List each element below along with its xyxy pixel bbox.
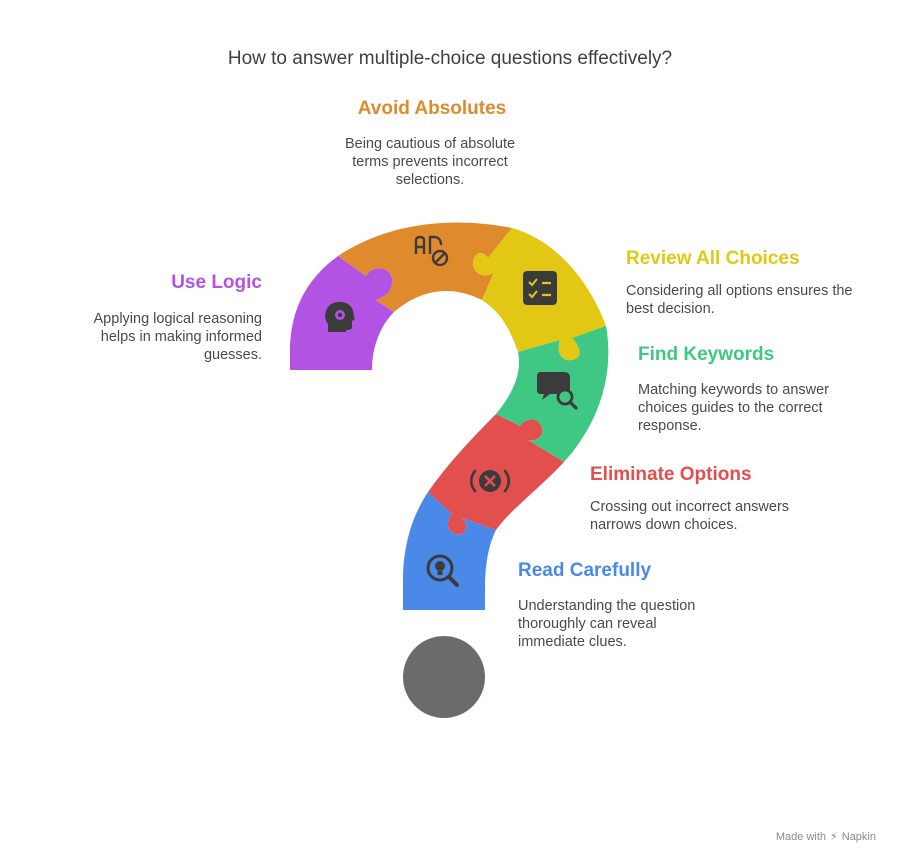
no-absolutes-icon xyxy=(414,235,449,267)
step-heading-eliminate-options: Eliminate Options xyxy=(590,464,752,485)
step-description-avoid-absolutes: Being cautious of absolute terms prevent… xyxy=(344,136,516,188)
step-description-use-logic: Applying logical reasoning helps in maki… xyxy=(93,311,262,363)
eliminate-icon xyxy=(469,469,511,493)
napkin-logo-icon: ⚡ xyxy=(830,831,838,843)
step-heading-find-keywords: Find Keywords xyxy=(638,344,775,365)
step-heading-read-carefully: Read Carefully xyxy=(518,560,652,581)
napkin-brand-label: Napkin xyxy=(841,830,876,843)
question-mark-dot xyxy=(403,636,485,718)
checklist-icon xyxy=(523,271,557,305)
brain-head-icon xyxy=(325,301,355,332)
made-with-label: Made with xyxy=(775,830,827,843)
step-description-find-keywords: Matching keywords to answer choices guid… xyxy=(638,382,829,434)
chat-search-icon xyxy=(537,372,578,410)
step-description-eliminate-options: Crossing out incorrect answers narrows d… xyxy=(590,499,790,533)
step-description-read-carefully: Understanding the question thoroughly ca… xyxy=(518,598,696,650)
made-with-napkin[interactable]: Made with ⚡ Napkin xyxy=(775,830,876,844)
puzzle-piece-avoid-absolutes xyxy=(338,222,512,312)
step-description-review-all-choices: Considering all options ensures the best… xyxy=(626,283,853,317)
diagram-title: How to answer multiple-choice questions … xyxy=(227,48,673,69)
step-heading-use-logic: Use Logic xyxy=(171,272,262,293)
magnify-idea-icon xyxy=(426,554,459,587)
step-heading-avoid-absolutes: Avoid Absolutes xyxy=(357,98,507,119)
step-heading-review-all-choices: Review All Choices xyxy=(626,248,800,269)
puzzle-piece-read-carefully xyxy=(403,492,496,610)
